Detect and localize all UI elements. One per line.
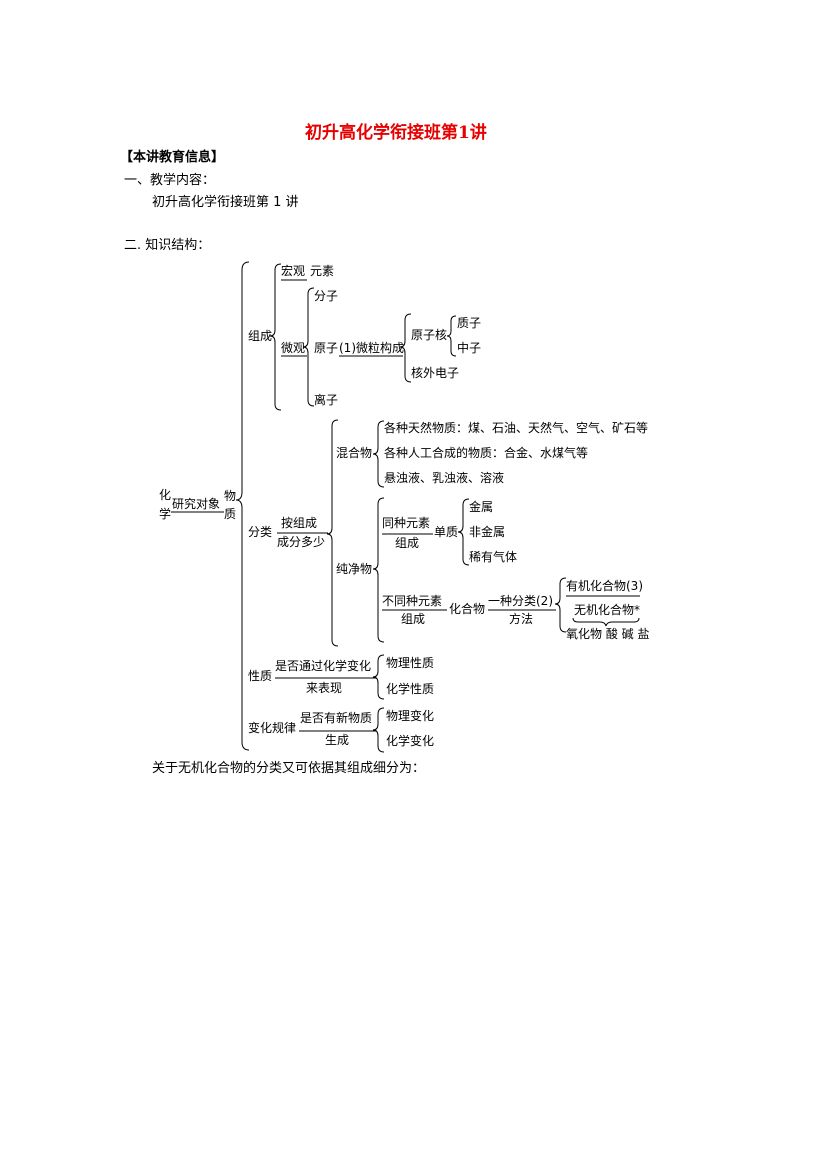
change-criterion-bottom: 生成 [325, 733, 350, 747]
brace-nucleus [446, 315, 457, 357]
organic-compound-label: 有机化合物(3) [566, 579, 643, 593]
ion-label: 离子 [314, 393, 339, 407]
diff-element-bottom: 组成 [401, 612, 426, 626]
diff-element-top: 不同种元素 [382, 594, 443, 608]
property-criterion-bottom: 来表现 [306, 681, 343, 695]
mixture-item-synthetic: 各种人工合成的物质：合金、水煤气等 [384, 446, 589, 460]
property-item-chemical: 化学性质 [386, 682, 435, 696]
element-item-nonmetal: 非金属 [469, 525, 506, 539]
classification-label: 分类 [248, 525, 273, 539]
brace-mixture [372, 420, 385, 488]
inorganic-compound-label: 无机化合物* [574, 603, 641, 617]
property-label: 性质 [248, 669, 273, 683]
neutron-label: 中子 [457, 341, 482, 355]
electron-label: 核外电子 [411, 366, 460, 380]
mixture-label: 混合物 [336, 446, 373, 460]
teaching-content-body: 初升高化学衔接班第 1 讲 [152, 195, 299, 210]
nucleus-label: 原子核 [411, 328, 448, 342]
same-element-top: 同种元素 [382, 516, 431, 530]
section-header: 【本讲教育信息】 [120, 150, 225, 165]
property-item-physical: 物理性质 [386, 656, 435, 670]
inorganic-items: 氧化物 酸 碱 盐 [566, 627, 650, 641]
micro-label: 微观 [281, 341, 306, 355]
composition-label: 组成 [248, 329, 273, 343]
compound-label: 化合物 [449, 602, 486, 616]
element-item-noble-gas: 稀有气体 [469, 550, 518, 564]
macro-label: 宏观 [281, 264, 306, 278]
atom-label: 原子 [314, 341, 339, 355]
change-item-physical: 物理变化 [386, 709, 435, 723]
underbrace-inorganic [572, 617, 640, 627]
root-matter-bottom: 质 [224, 507, 237, 521]
root-link-label: 研究对象 [172, 497, 221, 511]
method-bottom: 方法 [509, 612, 534, 626]
heading-knowledge-structure: 二. 知识结构： [124, 238, 211, 253]
change-label: 变化规律 [248, 721, 297, 735]
same-element-bottom: 组成 [395, 536, 420, 550]
root-chem-bottom: 学 [159, 507, 172, 521]
change-item-chemical: 化学变化 [386, 734, 435, 748]
atom-link-label: (1)微粒构成 [339, 341, 404, 355]
brace-element [457, 498, 470, 566]
element-item-metal: 金属 [469, 500, 494, 514]
mixture-item-natural: 各种天然物质：煤、石油、天然气、空气、矿石等 [384, 421, 649, 435]
root-matter-top: 物 [224, 489, 237, 503]
footer-text: 关于无机化合物的分类又可依据其组成细分为： [152, 761, 426, 776]
classification-criterion-top: 按组成 [281, 516, 318, 530]
heading-teaching-content: 一、教学内容： [124, 173, 216, 188]
mixture-item-liquids: 悬浊液、乳浊液、溶液 [384, 471, 505, 485]
proton-label: 质子 [457, 316, 482, 330]
brace-property [372, 654, 385, 700]
method-top: 一种分类(2) [488, 594, 553, 608]
page-title: 初升高化学衔接班第1讲 [305, 123, 487, 143]
property-criterion-top: 是否通过化学变化 [275, 659, 372, 673]
change-criterion-top: 是否有新物质 [300, 711, 373, 725]
brace-compound [554, 577, 567, 633]
brace-change [372, 707, 385, 753]
element-substance-label: 单质 [434, 525, 459, 539]
molecule-label: 分子 [314, 289, 339, 303]
classification-criterion-bottom: 成分多少 [277, 535, 326, 549]
macro-element: 元素 [310, 264, 335, 278]
pure-label: 纯净物 [336, 562, 373, 576]
root-chem-top: 化 [159, 488, 172, 502]
